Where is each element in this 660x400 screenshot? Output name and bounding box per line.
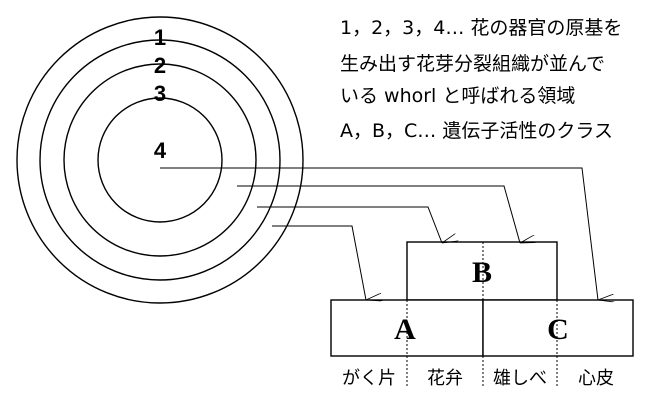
note-line-3: いる whorl と呼ばれる領域 (340, 85, 575, 107)
note-line-2: 生み出す花芽分裂組織が並んで (340, 53, 605, 75)
organ-label-carpel: 心皮 (578, 368, 614, 389)
whorl-3-ring (63, 63, 257, 257)
note-line-1: 1，2，3，4… 花の器官の原基を (340, 17, 622, 39)
arrow-whorl-1 (272, 225, 366, 300)
class-c-label: C (547, 313, 569, 346)
whorl-number-3: 3 (154, 81, 166, 106)
class-b-box (406, 241, 558, 301)
class-c-box (482, 299, 634, 357)
arrow-whorl-2 (257, 206, 442, 243)
class-a-label: A (394, 313, 416, 346)
whorl-2-ring (39, 39, 281, 281)
organ-label-sepal: がく片 (342, 368, 396, 389)
whorl-number-2: 2 (154, 53, 166, 78)
whorl-number-1: 1 (154, 25, 166, 50)
arrow-whorl-4 (160, 167, 598, 300)
whorl-1-ring (16, 16, 304, 304)
organ-label-petal: 花弁 (427, 368, 463, 389)
note-line-4: A，B，C… 遺伝子活性のクラス (340, 120, 613, 142)
whorl-number-4: 4 (154, 138, 167, 163)
organ-label-stamen: 雄しべ (493, 368, 547, 389)
whorl-4-ring (97, 97, 223, 223)
class-b-label: B (472, 256, 492, 289)
arrow-whorl-3 (237, 185, 520, 243)
